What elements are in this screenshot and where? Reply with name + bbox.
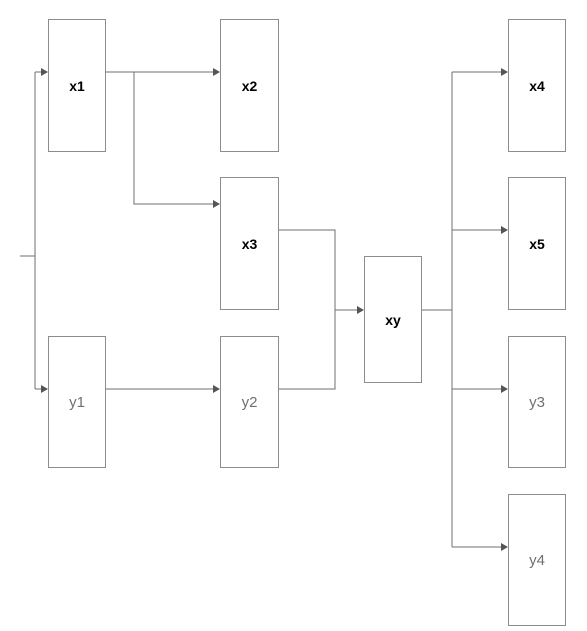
node-x2[interactable]: x2 bbox=[220, 19, 279, 152]
node-x5[interactable]: x5 bbox=[508, 177, 566, 310]
arrowhead-x2 bbox=[213, 68, 220, 76]
node-y3[interactable]: y3 bbox=[508, 336, 566, 468]
node-y1[interactable]: y1 bbox=[48, 336, 106, 468]
edge-x3-merge bbox=[278, 229, 336, 390]
arrowhead-y2 bbox=[213, 385, 220, 393]
arrowhead-x4 bbox=[501, 68, 508, 76]
arrowhead-x3 bbox=[213, 200, 220, 208]
node-x4[interactable]: x4 bbox=[508, 19, 566, 152]
arrowhead-y4 bbox=[501, 543, 508, 551]
arrowhead-x1 bbox=[41, 68, 48, 76]
edge-x1-x3 bbox=[133, 72, 214, 205]
node-x1[interactable]: x1 bbox=[48, 19, 106, 152]
arrowhead-y1 bbox=[41, 385, 48, 393]
arrowhead-x5 bbox=[501, 226, 508, 234]
node-xy[interactable]: xy bbox=[364, 256, 422, 383]
node-y4[interactable]: y4 bbox=[508, 494, 566, 626]
arrowhead-xy bbox=[357, 306, 364, 314]
node-y2[interactable]: y2 bbox=[220, 336, 279, 468]
arrowhead-y3 bbox=[501, 385, 508, 393]
node-x3[interactable]: x3 bbox=[220, 177, 279, 310]
